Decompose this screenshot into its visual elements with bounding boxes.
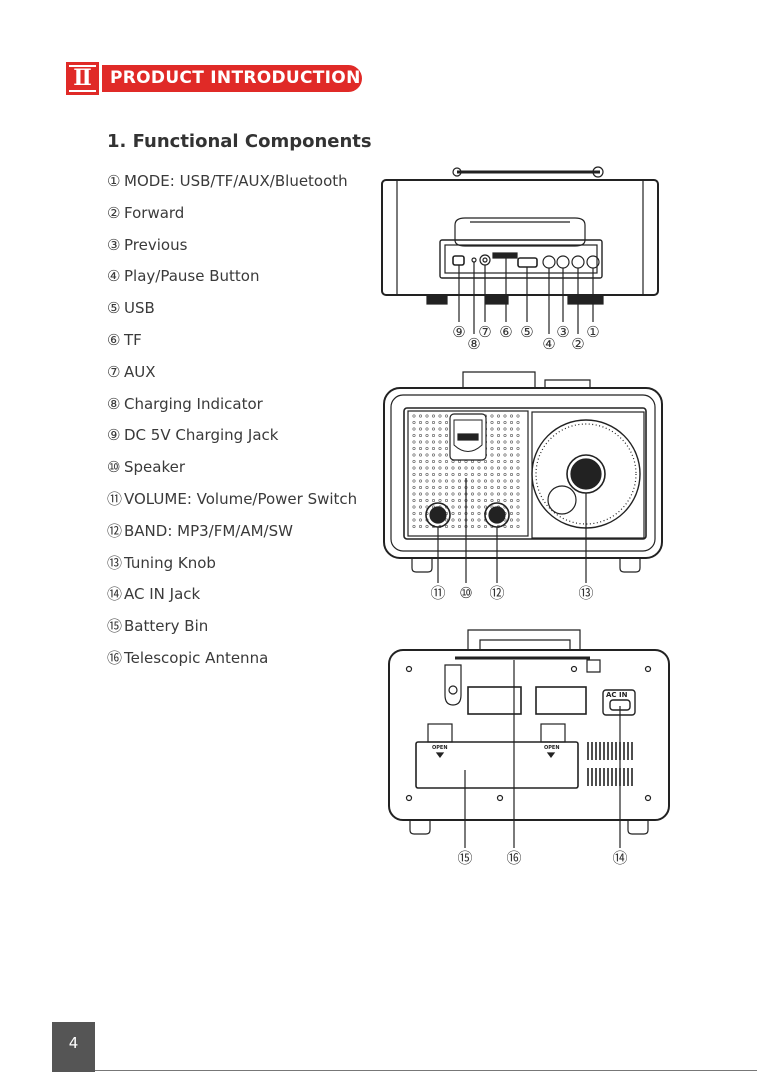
item-label: AUX <box>124 362 156 381</box>
item-number: ⑮ <box>107 617 123 636</box>
open-label: OPEN <box>544 745 560 751</box>
callout: ⑦ <box>478 323 491 341</box>
callout: ④ <box>542 335 555 353</box>
item-label: Battery Bin <box>124 617 209 636</box>
callout: ⑥ <box>499 323 512 341</box>
item-number: ④ <box>107 267 121 286</box>
callout: ⑧ <box>467 335 480 353</box>
callout: ⑬ <box>578 584 593 602</box>
item-number: ⑨ <box>107 426 121 445</box>
item-label: USB <box>124 299 155 318</box>
callout: ① <box>586 323 599 341</box>
item-label: VOLUME: Volume/Power Switch <box>124 489 358 508</box>
item-label: BAND: MP3/FM/AM/SW <box>124 521 293 540</box>
item-number: ③ <box>107 235 121 254</box>
item-number: ⑭ <box>107 585 123 604</box>
item-number: ⑫ <box>107 521 123 540</box>
section-title: PRODUCT INTRODUCTION <box>102 65 362 92</box>
footer-rule <box>95 1070 757 1071</box>
item-number: ① <box>107 172 121 190</box>
item-label: Tuning Knob <box>124 553 216 572</box>
item-label: Previous <box>124 235 188 254</box>
callout: ⑯ <box>506 849 521 867</box>
item-number: ⑤ <box>107 299 121 318</box>
item-label: DC 5V Charging Jack <box>124 426 279 445</box>
item-label: TF <box>124 330 142 349</box>
item-number: ② <box>107 203 121 222</box>
callout: ③ <box>556 323 569 341</box>
item-number: ⑧ <box>107 394 121 413</box>
item-number: ⑥ <box>107 330 121 349</box>
item-number: ⑩ <box>107 458 121 477</box>
callout: ⑮ <box>457 849 472 867</box>
item-label: Forward <box>124 203 185 222</box>
item-number: ⑪ <box>107 489 123 508</box>
callout: ⑩ <box>459 584 472 602</box>
ac-in-label: AC IN <box>606 691 628 699</box>
callout: ⑤ <box>520 323 533 341</box>
item-label: AC IN Jack <box>124 585 201 604</box>
callout: ② <box>571 335 584 353</box>
section-header: Ⅱ PRODUCT INTRODUCTION <box>66 62 362 95</box>
item-number: ⑬ <box>107 553 123 572</box>
item-number: ⑦ <box>107 362 121 381</box>
front-view-drawing <box>383 371 663 583</box>
item-label: Charging Indicator <box>124 394 263 413</box>
item-label: Speaker <box>124 458 186 477</box>
item-label: Play/Pause Button <box>124 267 260 286</box>
page-number: 4 <box>52 1022 95 1072</box>
callout: ⑫ <box>489 584 504 602</box>
back-view-drawing <box>388 629 670 848</box>
callout: ⑭ <box>612 849 627 867</box>
open-label: OPEN <box>432 745 448 751</box>
item-number: ⑯ <box>107 648 123 667</box>
callout: ⑪ <box>430 584 445 602</box>
section-number-badge: Ⅱ <box>66 62 99 95</box>
top-view-drawing <box>381 166 659 334</box>
callout: ⑨ <box>452 323 465 341</box>
item-label: MODE: USB/TF/AUX/Bluetooth <box>124 172 348 190</box>
sub-heading: 1. Functional Components <box>107 131 372 152</box>
item-label: Telescopic Antenna <box>124 648 269 667</box>
